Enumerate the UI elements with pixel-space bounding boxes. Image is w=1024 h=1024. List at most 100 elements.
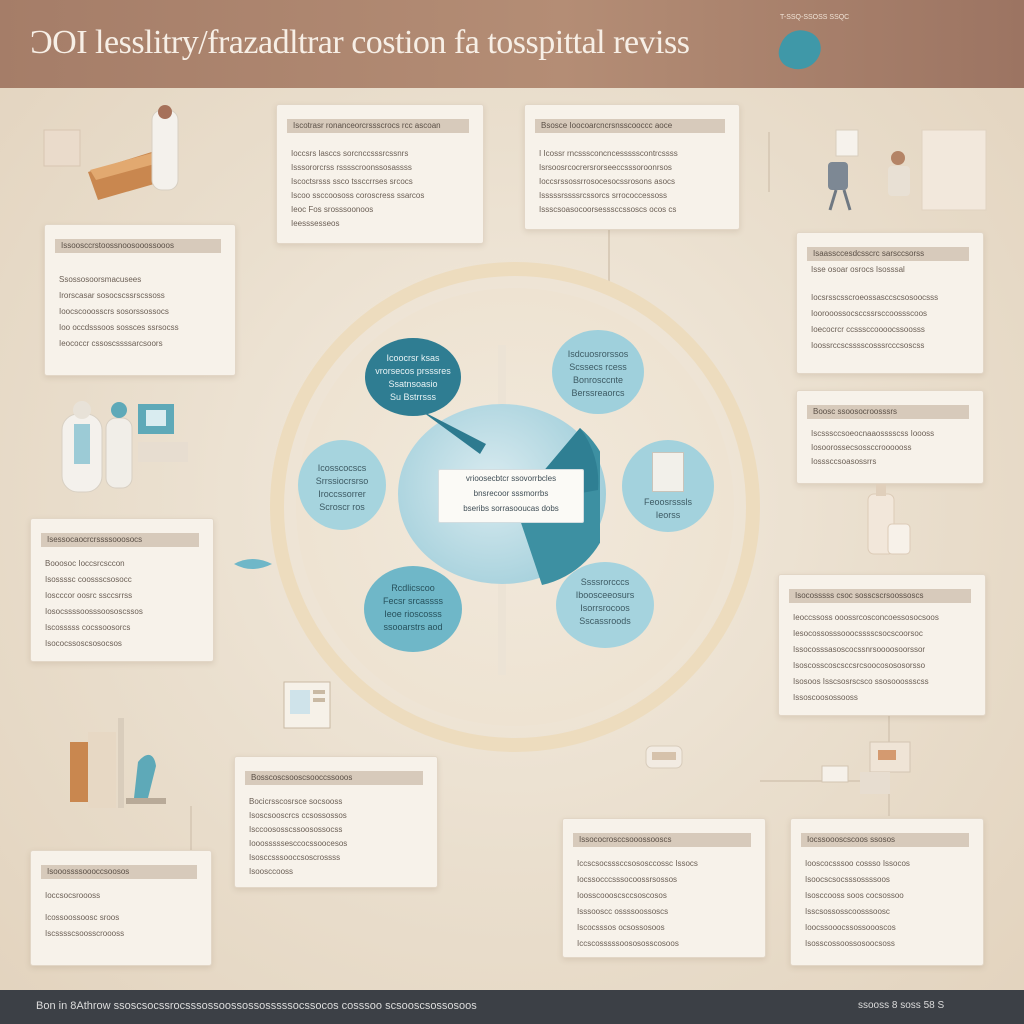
node-bottom-left: Rcdlicscoo Fecsr srcassss Ieoe rioscosss… — [364, 566, 462, 652]
card-bottom-right: Iocssoooscscoos ssosos Iooscocsssoo coss… — [790, 818, 984, 966]
card-line: Irorscasar sosocscssrscssoss — [59, 291, 165, 300]
header-banner — [0, 0, 1024, 88]
node-line: Ieorss — [655, 510, 681, 520]
node-line: Srrssiocrsrso — [315, 476, 369, 486]
card-heading: Issococrosccsooossooscs — [573, 833, 751, 847]
card-line: Isosoos Isscsosrscsco ssosooossscss — [793, 677, 929, 686]
card-left-1: Issoosccrstoossnoosooossooos Ssossosoors… — [44, 224, 236, 376]
card-line: I Icossr rncsssconcncessssscontrcssss — [539, 149, 678, 158]
node-line: Isorrsrocoos — [580, 603, 630, 613]
node-line: Su Bstrrsss — [389, 392, 436, 402]
supply-bottle-illustration — [867, 484, 911, 555]
doctor-patient-illustration — [61, 401, 188, 493]
card-line: Icossoossoosc sroos — [45, 913, 120, 922]
node-line: Iroccssorrer — [318, 489, 366, 499]
card-heading: Iscotrasr ronanceorcrssscrocs rcc ascoan — [287, 119, 469, 133]
connector-line — [768, 132, 770, 192]
card-line: Ioossrccscsssscosssrcccsoscss — [811, 341, 925, 350]
card-line: Ieesssesseos — [291, 219, 340, 228]
card-line: Issoscoosossooss — [793, 693, 858, 702]
card-line: Iocssocccsssocoossrsossos — [577, 875, 678, 884]
node-line: Rcdlicscoo — [391, 583, 435, 593]
node-line: Scssecs rcess — [569, 362, 627, 372]
node-line: Berssreaorcs — [571, 388, 625, 398]
card-line: Ioocscooosscrs sosorssossocs — [59, 307, 169, 316]
card-left-2: Isessocaocrcrssssooosocs Booosoc Ioccsrc… — [30, 518, 214, 662]
card-line: Isoscosscoscsccsrcsoocosososorsso — [793, 661, 926, 670]
node-line: Bonrosccnte — [572, 375, 624, 385]
card-line: Iscsssccsoeocnaaosssscss Ioooss — [811, 429, 935, 438]
card-line: Isosscossoossosoocsoss — [805, 939, 895, 948]
document-icon — [652, 452, 684, 492]
card-line: Iesocossosssooocsssscsocscoorsoc — [793, 629, 923, 638]
card-line: Isccoososscssoosossocss — [249, 825, 343, 834]
card-line: Bocicrsscosrsce socsooss — [249, 797, 343, 806]
card-line: Issscsoasocoorsesssccssoscs ocos cs — [539, 205, 677, 214]
card-line: Isoscsooscrcs ccsossossos — [249, 811, 347, 820]
card-line: Isossssc coossscsosocc — [45, 575, 132, 584]
card-line: Isosccooss soos cocsossoo — [805, 891, 904, 900]
card-heading: Isocosssss csoc sosscscrsoossoscs — [789, 589, 971, 603]
page-title: ƆOI lesslitry/frazadltrar costion fa tos… — [30, 24, 690, 61]
card-line: Ioccsrssossrrosocesocssrosons asocs — [539, 177, 676, 186]
node-bottom-right: Ssssrorcccs Iboosceeosurs Isorrsrocoos S… — [556, 562, 654, 648]
card-line: Iosoorossecsossccroooooss — [811, 443, 912, 452]
node-line: Scroscr ros — [319, 502, 365, 512]
footer-bar — [0, 990, 1024, 1024]
card-heading: Bosscoscsooscsooccssooos — [245, 771, 423, 785]
card-line: Isrsoosrcocrersrorseeccsssoroonrsos — [539, 163, 672, 172]
card-bottom-center: Bosscoscsooscsooccssooos Bocicrsscosrsce… — [234, 756, 438, 888]
card-line: Ioo occdsssoos sossces ssrsocss — [59, 323, 179, 332]
node-line: vrorsecos prsssres — [375, 366, 451, 376]
card-heading: Isaassccesdcsscrc sarsccsorss — [807, 247, 969, 261]
hospital-bed-illustration — [43, 105, 179, 200]
footer-right-text: ssooss 8 soss 58 S — [858, 1000, 945, 1011]
medical-chair-illustration — [70, 718, 166, 808]
header-note: T-SSQ-SSOSS SSQC — [780, 14, 850, 21]
card-bottom-left: Isooossssoooccsoosos Ioccsocsroooss Icos… — [30, 850, 212, 966]
node-line: Iboosceeosurs — [575, 590, 635, 600]
card-line: Issocosssasoscocssnrsoooosoorssor — [793, 645, 926, 654]
card-line: Isoocscsocsssossssoos — [805, 875, 890, 884]
connector-line — [608, 228, 610, 288]
card-heading: Isessocaocrcrssssooosocs — [41, 533, 199, 547]
card-line: Booosoc Ioccsrcsccon — [45, 559, 125, 568]
node-line: Sscassroods — [579, 616, 631, 626]
hub-label-line: bseribs sorrasooucas dobs — [463, 504, 559, 513]
hub-label-line: bnsrecoor sssmorrbs — [473, 489, 549, 498]
card-line: Ssossosoorsmacusees — [59, 275, 142, 284]
card-heading: Iocssoooscscoos ssosos — [801, 833, 969, 847]
node-left: Icosscocscs Srrssiocrsrso Iroccssorrer S… — [298, 440, 386, 530]
card-bottom-center-right: Issococrosccsooossooscs Iccscsocsssccsos… — [562, 818, 766, 958]
node-line: Ssssrorcccs — [580, 577, 630, 587]
card-line: Ioocssooocssossoooscos — [805, 923, 896, 932]
node-line: Ieoe rioscosss — [384, 609, 442, 619]
card-line: Iooosssssesccocssoocesos — [249, 839, 348, 848]
card-heading: Issoosccrstoossnoosooossooos — [55, 239, 221, 253]
card-line: Ieoc Fos srosssoonoos — [291, 205, 374, 214]
card-line: Ioscccor oosrc ssccsrrss — [45, 591, 133, 600]
node-line: Feoosrsssls — [643, 497, 692, 507]
footer-text: Bon in 8Athrow ssoscsocssrocsssossoossos… — [36, 1000, 477, 1012]
card-line: Iccscosssssoosososscosoos — [577, 939, 679, 948]
card-top-center-right: Bsosce Ioocoarcncrsnsscooccc aoce I Icos… — [524, 104, 740, 230]
card-line: Iscsssscsoosscroooss — [45, 929, 125, 938]
card-line: Isosccsssooccsoscrossss — [249, 853, 341, 862]
card-heading: Boosc ssoosocroosssrs — [807, 405, 969, 419]
arrow-pointer-icon — [234, 559, 272, 569]
card-line: Ieococcr cssoscssssarcsoors — [59, 339, 163, 348]
card-line: Iocsrsscsscroeossasccscsosoocsss — [811, 293, 939, 302]
card-line: Isoosccooss — [249, 867, 294, 876]
card-right-2: Boosc ssoosocroosssrs Iscsssccsoeocnaaos… — [796, 390, 984, 484]
node-line: Fecsr srcassss — [382, 596, 443, 606]
node-line: ssooarstrs aod — [383, 622, 443, 632]
card-line: Iscosssss cocssoosorcs — [45, 623, 131, 632]
card-line: Ioccsrs lasccs sorcnccsssrcssnrs — [291, 149, 409, 158]
card-line: Isssssrssssrcssorcs srrococcessoss — [539, 191, 668, 200]
card-line: Iscoctsrsss ssco tssccrrses srcocs — [291, 177, 413, 186]
equipment-illustration — [821, 741, 911, 794]
hub-label: vrioosecbtcr ssovorrbcles bnsrecoor sssm… — [438, 469, 584, 523]
card-right-3: Isocosssss csoc sosscscrsoossoscs Ieoccs… — [778, 574, 986, 716]
card-heading: Bsosce Ioocoarcncrsnsscooccc aoce — [535, 119, 725, 133]
hub-pointer — [420, 410, 486, 454]
